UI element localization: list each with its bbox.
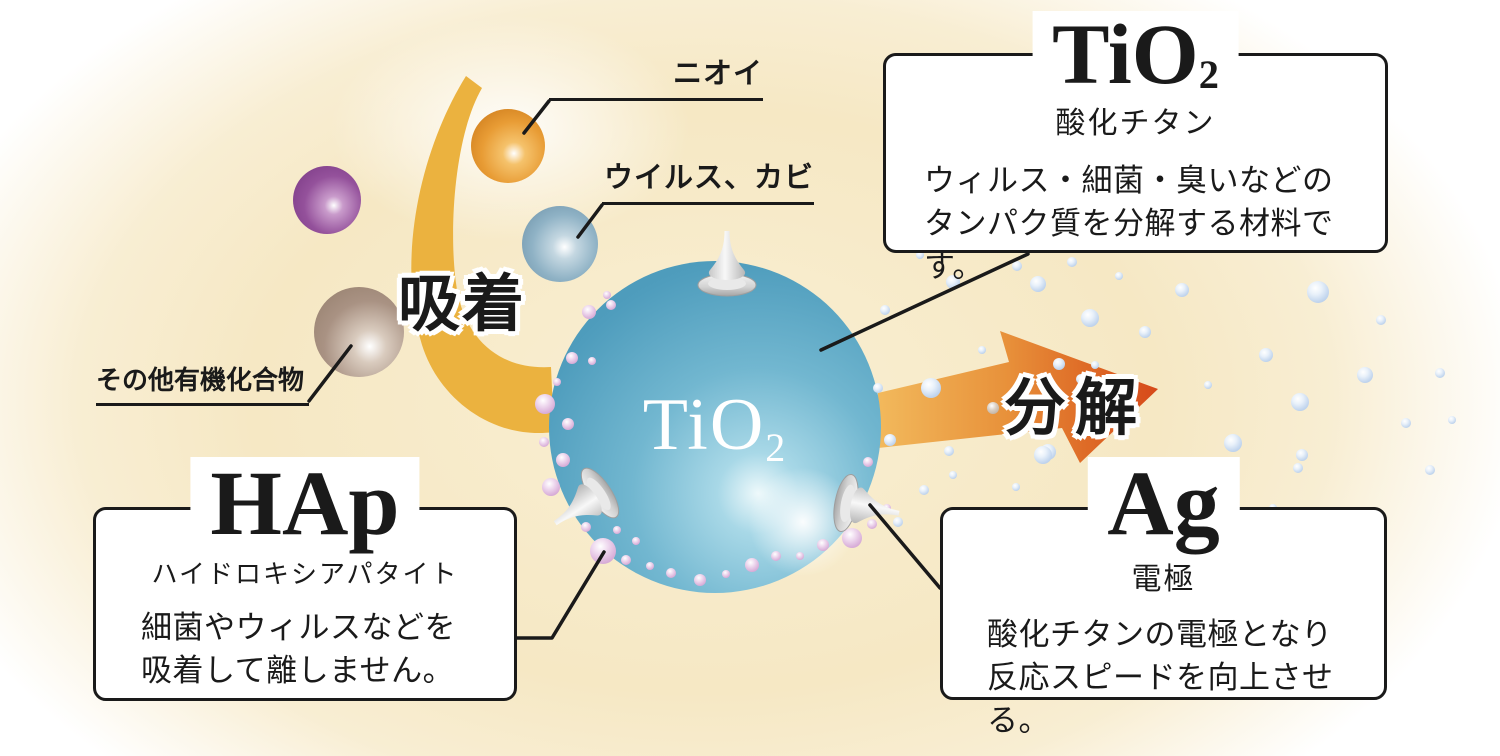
pink-bubble bbox=[632, 537, 640, 545]
blue-bubble bbox=[944, 446, 954, 456]
tan-bubble bbox=[987, 402, 999, 414]
tan-molecule bbox=[314, 287, 404, 377]
pink-bubble bbox=[694, 574, 706, 586]
pink-bubble bbox=[817, 539, 829, 551]
blue-bubble bbox=[1435, 368, 1445, 378]
connector-odor bbox=[522, 99, 551, 135]
hap-info-box: HAp ハイドロキシアパタイト 細菌やウィルスなどを 吸着して離しません。 bbox=[93, 457, 517, 701]
blue-bubble bbox=[916, 251, 924, 259]
blue-bubble bbox=[1376, 315, 1386, 325]
pink-bubble bbox=[863, 457, 873, 467]
pink-bubble bbox=[553, 378, 561, 386]
pink-bubble bbox=[796, 552, 804, 560]
blue-bubble bbox=[1067, 257, 1077, 267]
blue-bubble bbox=[949, 471, 957, 479]
blue-bubble bbox=[884, 434, 896, 446]
blue-bubble bbox=[1139, 326, 1151, 338]
electrode-left-icon bbox=[538, 462, 626, 548]
ag-box-subtitle: 電極 bbox=[1131, 563, 1196, 596]
pink-bubble bbox=[722, 570, 730, 578]
connector-ag-box bbox=[868, 503, 942, 590]
pink-bubble bbox=[566, 352, 578, 364]
blue-bubble bbox=[893, 517, 903, 527]
pink-bubble bbox=[606, 300, 616, 310]
blue-bubble bbox=[1448, 416, 1456, 424]
blue-bubble bbox=[1357, 367, 1373, 383]
connector-other-organic bbox=[307, 344, 353, 403]
blue-bubble bbox=[1034, 446, 1052, 464]
blue-bubble bbox=[1259, 348, 1273, 362]
blue-bubble bbox=[1030, 276, 1046, 292]
blue-bubble bbox=[1293, 463, 1303, 473]
electrode-top-icon bbox=[697, 230, 757, 297]
blue-bubble bbox=[880, 305, 890, 315]
pink-bubble bbox=[581, 522, 591, 532]
adsorption-arc bbox=[411, 76, 554, 434]
connector-virus-mold bbox=[576, 203, 604, 239]
tio2-box-body: ウィルス・細菌・臭いなどの タンパク質を分解する材料です。 bbox=[924, 163, 1334, 284]
pink-bubble bbox=[542, 478, 560, 496]
blue-bubble bbox=[1204, 381, 1212, 389]
tio2-sphere-label: TiO2 bbox=[642, 384, 788, 470]
pink-bubble bbox=[666, 568, 676, 578]
label-virus-mold: ウイルス、カビ bbox=[602, 162, 814, 206]
label-other-organic: その他有機化合物 bbox=[96, 365, 309, 406]
blue-bubble bbox=[1091, 361, 1099, 369]
pink-bubble bbox=[603, 291, 611, 299]
blue-bubble bbox=[1012, 261, 1022, 271]
pink-bubble bbox=[613, 526, 621, 534]
blue-bubble bbox=[1296, 449, 1308, 461]
connector-tio2-box bbox=[819, 252, 1030, 352]
label-odor: ニオイ bbox=[549, 58, 763, 102]
blue-bubble bbox=[1115, 272, 1123, 280]
tio2-box-title: TiO2 bbox=[1032, 11, 1239, 97]
hap-box-body: 細菌やウィルスなどを 吸着して離しません。 bbox=[141, 610, 456, 688]
blue-bubble bbox=[1107, 413, 1115, 421]
pink-bubble bbox=[745, 558, 759, 572]
blue-bubble bbox=[873, 383, 883, 393]
pink-bubble bbox=[867, 519, 877, 529]
adsorption-word: 吸着 bbox=[398, 270, 527, 339]
pink-bubble bbox=[588, 357, 596, 365]
pink-bubble bbox=[582, 305, 596, 319]
blue-bubble bbox=[921, 378, 941, 398]
pink-bubble bbox=[562, 418, 574, 430]
hap-box-title: HAp bbox=[190, 457, 420, 549]
blue-bubble bbox=[1175, 283, 1189, 297]
decomposition-word: 分解 bbox=[1004, 374, 1147, 443]
tio2-box-subtitle: 酸化チタン bbox=[1055, 107, 1216, 140]
hap-box-subtitle: ハイドロキシアパタイト bbox=[151, 559, 459, 589]
ag-box-title: Ag bbox=[1087, 457, 1240, 549]
tio2-info-box: TiO2 酸化チタン ウィルス・細菌・臭いなどの タンパク質を分解する材料です。 bbox=[883, 11, 1388, 284]
decomposition-arrow bbox=[878, 331, 1158, 463]
blue-bubble bbox=[1291, 393, 1309, 411]
ag-info-box: Ag 電極 酸化チタンの電極となり 反応スピードを向上させる。 bbox=[940, 457, 1387, 738]
purple-molecule bbox=[293, 166, 361, 234]
blue-bubble bbox=[1076, 374, 1086, 384]
blue-bubble bbox=[1224, 434, 1242, 452]
ag-box-body: 酸化チタンの電極となり 反応スピードを向上させる。 bbox=[987, 617, 1334, 738]
pink-bubble bbox=[842, 528, 862, 548]
pink-bubble bbox=[646, 562, 654, 570]
blue-bubble bbox=[919, 485, 929, 495]
blue-bubble bbox=[1012, 483, 1020, 491]
blue-bubble bbox=[1307, 281, 1329, 303]
blue-bubble bbox=[1081, 309, 1099, 327]
pink-bubble bbox=[539, 437, 549, 447]
pink-bubble bbox=[621, 555, 631, 565]
pink-bubble bbox=[556, 453, 570, 467]
blue-bubble bbox=[978, 346, 986, 354]
pink-bubble bbox=[535, 394, 555, 414]
steel-molecule bbox=[522, 206, 598, 282]
pink-bubble bbox=[771, 551, 781, 561]
connector-hap-box bbox=[515, 550, 606, 640]
blue-bubble bbox=[1425, 465, 1435, 475]
blue-bubble bbox=[1053, 358, 1065, 370]
blue-bubble bbox=[1401, 418, 1411, 428]
